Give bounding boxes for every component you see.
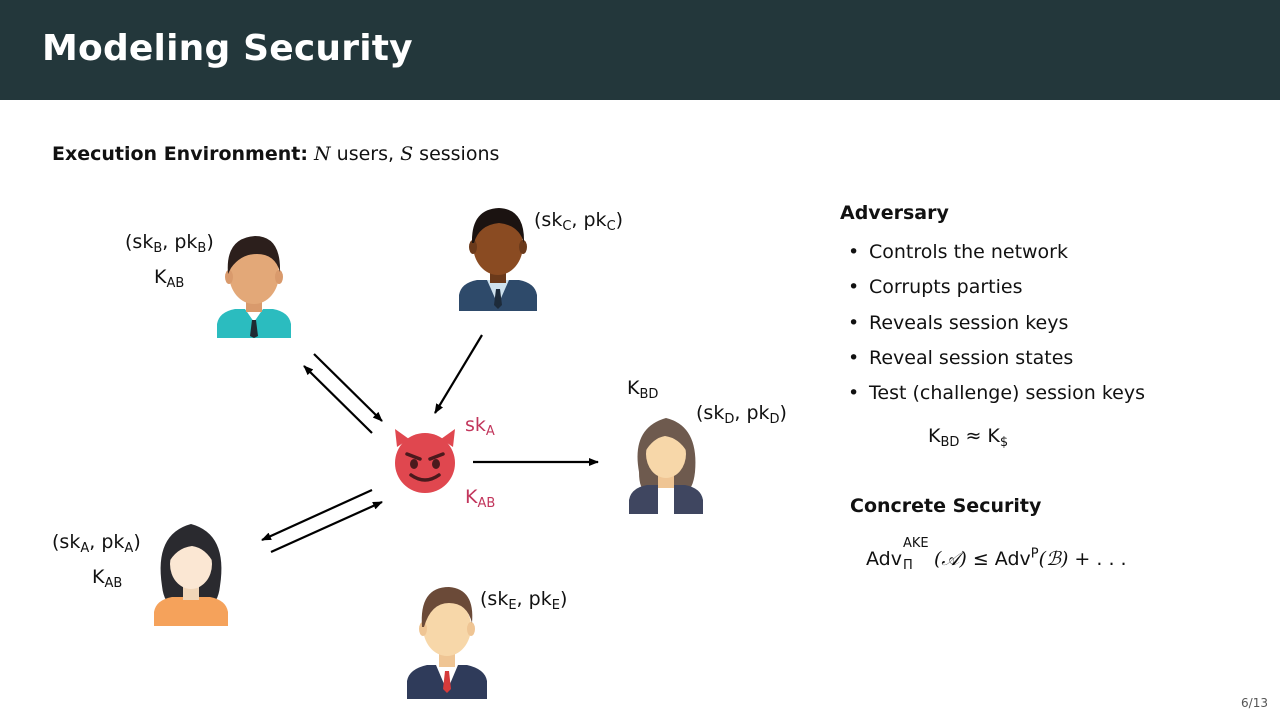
users-var: N [314, 143, 331, 165]
list-item: •Corrupts parties [848, 276, 1023, 299]
party-b-keys: (skB, pkB) [125, 231, 214, 256]
env-label: Execution Environment: [52, 143, 308, 165]
adversary-secret-key: skA [465, 414, 495, 439]
concrete-security-title: Concrete Security [850, 495, 1042, 517]
party-b-session-key: KAB [154, 266, 185, 291]
arrow-a-to-adv [270, 500, 383, 554]
party-a-session-key: KAB [92, 566, 123, 591]
sessions-var: S [400, 143, 414, 165]
person-c-icon [459, 208, 537, 311]
party-c-keys: (skC, pkC) [534, 209, 624, 234]
party-d-keys: (skD, pkD) [696, 402, 787, 427]
page-number: 6/13 [1241, 696, 1268, 710]
arrow-b-to-adv [313, 353, 383, 422]
party-d-session-key: KBD [627, 377, 659, 402]
list-item: •Controls the network [848, 241, 1068, 263]
list-item: •Test (challenge) session keys [848, 382, 1146, 405]
list-item: •Reveal session states [848, 346, 1074, 369]
slide-title: Modeling Security [42, 28, 413, 69]
party-e-keys: (skE, pkE) [480, 588, 568, 613]
adversary-title: Adversary [840, 202, 949, 224]
party-a-keys: (skA, pkA) [52, 531, 141, 556]
adversary-session-key: KAB [465, 486, 496, 511]
sessions-text: sessions [413, 143, 500, 165]
arrow-adv-to-a [261, 488, 373, 542]
users-text: users, [330, 143, 401, 165]
person-b-icon [217, 236, 291, 338]
person-d-icon [629, 418, 703, 514]
test-key-formula: KBD ≈ K$ [928, 425, 1009, 450]
person-a-icon [154, 524, 228, 626]
arrow-c-to-adv [434, 334, 483, 414]
arrow-adv-to-b [303, 365, 373, 434]
list-item: •Reveals session keys [848, 311, 1069, 334]
adversary-capabilities-list: •Controls the network •Corrupts parties … [848, 238, 1145, 414]
slide-header: Modeling Security [0, 0, 1280, 100]
adversary-devil-icon [395, 429, 455, 493]
execution-environment: Execution Environment: N users, S sessio… [52, 143, 499, 165]
person-e-icon [407, 587, 487, 699]
